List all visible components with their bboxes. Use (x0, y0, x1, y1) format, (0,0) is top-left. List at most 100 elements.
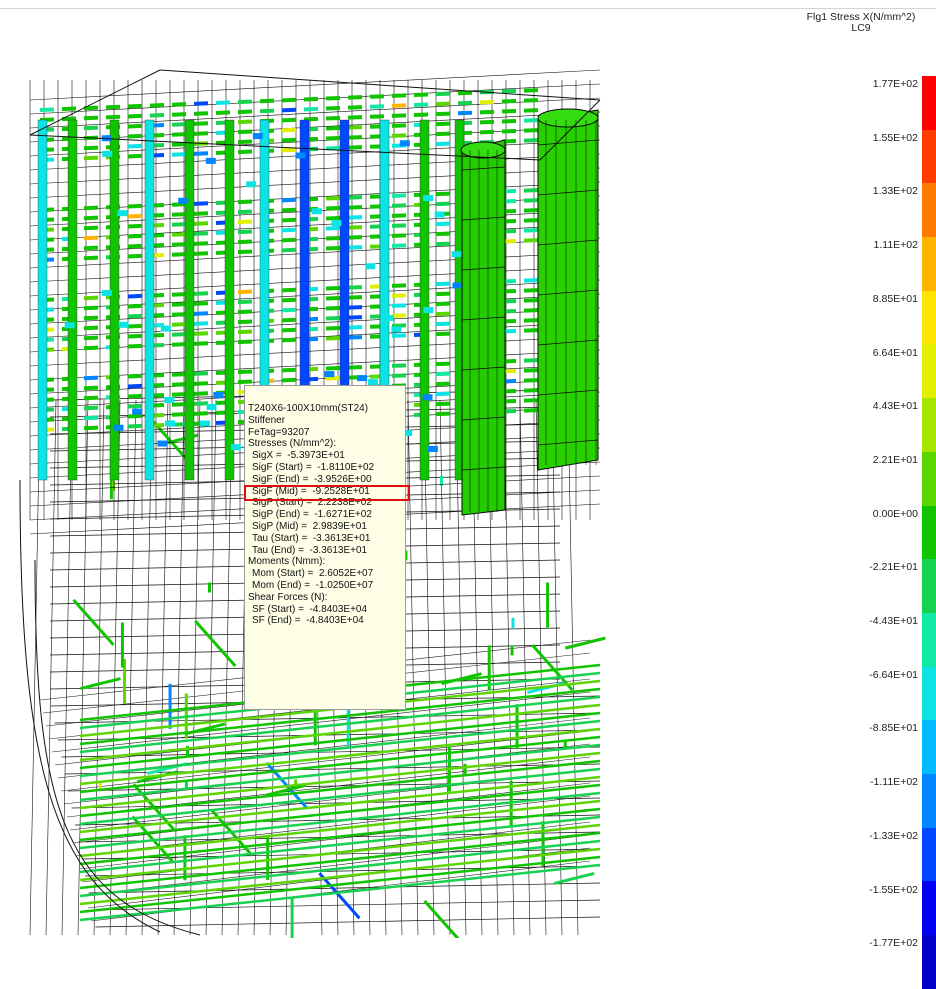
mesh-line (523, 288, 539, 293)
mesh-line (193, 301, 209, 306)
mesh-line (127, 403, 143, 409)
mesh-line (193, 111, 209, 116)
mesh-line (391, 113, 407, 118)
mesh-line (171, 152, 187, 157)
colorbar-segment (922, 451, 936, 506)
legend-colorbar (922, 76, 936, 989)
mesh-line (83, 145, 99, 151)
stiffener-patch (295, 152, 306, 159)
mesh-line (435, 111, 451, 117)
fe-model-viewport[interactable] (0, 0, 840, 938)
mesh-line (523, 88, 539, 93)
mesh-line (523, 188, 539, 193)
vertical-stiffener (184, 119, 195, 481)
mesh-line (127, 253, 143, 259)
stiffener-patch (164, 396, 175, 403)
stiffener-patch (311, 208, 322, 215)
mesh-line (501, 118, 517, 124)
mesh-line (60, 730, 591, 792)
stiffener-patch (132, 408, 143, 415)
mesh-line (83, 155, 99, 161)
mesh-line (171, 252, 187, 257)
mesh-line (347, 145, 363, 150)
mesh-line (127, 313, 143, 319)
mesh-line (237, 129, 253, 135)
legend-tick-label: -8.85E+01 (869, 722, 918, 735)
legend-tick-label: 1.77E+02 (872, 78, 918, 90)
mesh-line (171, 412, 187, 417)
mesh-line (79, 799, 601, 858)
mesh-line (435, 221, 451, 227)
mesh-line (325, 286, 341, 291)
colorbar-segment (922, 237, 936, 291)
colorbar-segment (922, 720, 936, 774)
mesh-line (193, 391, 209, 396)
mesh-line (281, 137, 297, 143)
mesh-line (83, 125, 99, 131)
colorbar-segment (922, 129, 936, 184)
mesh-line (281, 287, 297, 293)
tooltip-line: Moments (Nmm): (248, 556, 326, 568)
mesh-line (193, 291, 209, 296)
mesh-line (281, 117, 297, 123)
tooltip-line: Mom (Start) = 2.6052E+07 (252, 568, 374, 580)
mesh-line (39, 107, 55, 112)
mesh-line (105, 114, 121, 120)
mesh-line (523, 368, 539, 373)
stiffener-patch (113, 424, 124, 431)
mesh-line (435, 361, 451, 367)
mesh-line (435, 241, 451, 247)
mesh-line (347, 235, 363, 240)
mesh-line (455, 399, 467, 936)
hull-curve (19, 479, 161, 933)
legend-tick-label: 1.33E+02 (872, 185, 918, 198)
mesh-line (391, 363, 407, 368)
top-divider (0, 8, 936, 9)
mesh-line (435, 91, 451, 97)
mesh-line (479, 129, 495, 135)
mesh-line (237, 139, 253, 145)
mesh-line (281, 237, 297, 243)
mesh-line (79, 719, 601, 778)
mesh-line (79, 791, 601, 850)
mesh-line (413, 92, 429, 98)
legend-tick-label: -1.55E+02 (869, 883, 918, 896)
mesh-line (391, 323, 407, 328)
mesh-line (83, 405, 99, 411)
mesh-line (83, 295, 99, 301)
column-cap (537, 108, 599, 128)
mesh-line (83, 255, 99, 261)
colorbar-segment (922, 559, 936, 613)
mesh-line (537, 139, 599, 146)
mesh-line (435, 131, 451, 137)
mesh-line (127, 243, 143, 249)
mesh-line (461, 466, 506, 471)
legend-title: Flg1 Stress X(N/mm^2) LC9 (776, 12, 936, 34)
hull-curve (34, 559, 201, 936)
mesh-line (407, 399, 419, 936)
mesh-line (171, 312, 187, 317)
colorbar-segment (922, 398, 936, 452)
mesh-line (83, 325, 99, 331)
mesh-line (461, 166, 506, 171)
mesh-line (325, 296, 341, 301)
stiffener-patch (101, 289, 112, 296)
mesh-line (325, 126, 341, 131)
mesh-line (127, 423, 143, 429)
mesh-line (435, 231, 451, 237)
mesh-line (79, 727, 601, 786)
mesh-line (523, 108, 539, 113)
mesh-line (171, 302, 187, 307)
mesh-line (303, 106, 319, 112)
legend-tick-label: 1.11E+02 (873, 239, 918, 252)
mesh-line (479, 99, 495, 105)
stiffener-patch (252, 133, 263, 140)
mesh-line (347, 215, 363, 220)
mesh-line (171, 142, 187, 147)
mesh-line (193, 381, 209, 386)
stiffener-patch (383, 314, 394, 321)
mesh-line (435, 371, 451, 377)
stiffener-patch (64, 322, 75, 329)
mesh-line (325, 336, 341, 341)
mesh-line (259, 108, 275, 114)
